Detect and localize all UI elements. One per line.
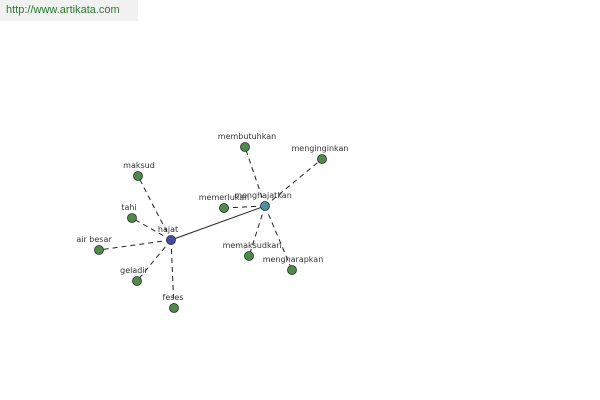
edge-hajat-air-besar [98, 239, 172, 251]
node-label-maksud[interactable]: maksud [123, 161, 155, 170]
node-label-feses[interactable]: feses [163, 293, 184, 302]
node-menginginkan[interactable] [317, 154, 327, 164]
edge-hajat-maksud [137, 175, 172, 241]
node-memerlukan[interactable] [219, 203, 229, 213]
node-hajat[interactable] [166, 235, 176, 245]
node-label-tahi[interactable]: tahi [121, 203, 136, 212]
edge-menghajatkan-memerlukan [223, 205, 266, 209]
node-label-memaksudkan[interactable]: memaksudkan [223, 241, 282, 250]
node-label-memerlukan[interactable]: memerlukan [199, 193, 249, 202]
edge-hajat-feses [170, 239, 175, 309]
edge-menghajatkan-mengharapkan [264, 205, 293, 271]
labels-layer: hajat menghajatkan maksud tahi air besar gela… [76, 132, 348, 302]
edge-hajat-menghajatkan [170, 205, 266, 241]
node-label-geladir[interactable]: geladir [120, 266, 148, 275]
node-feses[interactable] [169, 303, 179, 313]
node-air-besar[interactable] [94, 245, 104, 255]
nodes-layer [94, 142, 327, 313]
node-menghajatkan[interactable] [260, 201, 270, 211]
node-memaksudkan[interactable] [244, 251, 254, 261]
node-tahi[interactable] [127, 213, 137, 223]
node-mengharapkan[interactable] [287, 265, 297, 275]
edges-layer [98, 146, 323, 309]
node-label-menghajatkan[interactable]: menghajatkan [234, 191, 292, 200]
node-label-membutuhkan[interactable]: membutuhkan [218, 132, 276, 141]
node-label-air-besar[interactable]: air besar [76, 235, 112, 244]
node-geladir[interactable] [132, 276, 142, 286]
node-maksud[interactable] [133, 171, 143, 181]
node-label-hajat[interactable]: hajat [158, 225, 178, 234]
edge-menghajatkan-menginginkan [264, 158, 323, 207]
node-label-menginginkan[interactable]: menginginkan [292, 144, 349, 153]
source-url[interactable]: http://www.artikata.com [0, 0, 138, 21]
edge-menghajatkan-membutuhkan [244, 146, 266, 207]
edge-hajat-tahi [131, 217, 172, 241]
node-membutuhkan[interactable] [240, 142, 250, 152]
node-label-mengharapkan[interactable]: mengharapkan [263, 255, 324, 264]
